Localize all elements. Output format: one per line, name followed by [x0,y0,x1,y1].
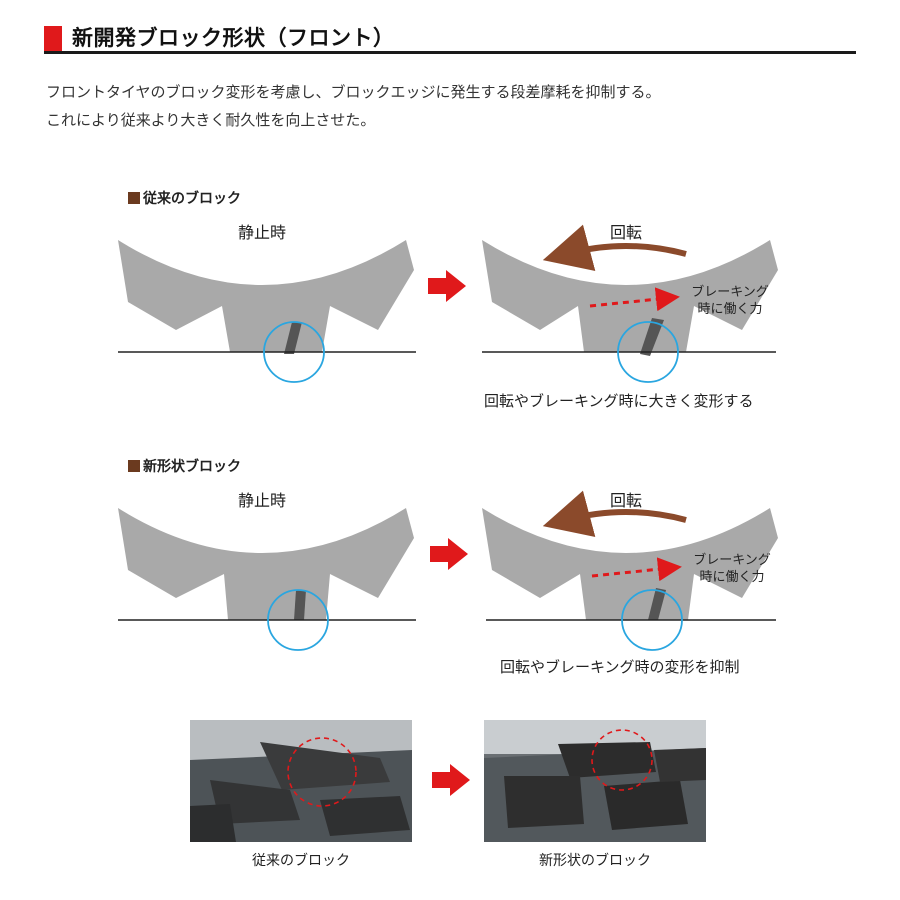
transition-arrow-icon [428,270,466,302]
title-accent-mark [44,26,62,53]
rotation-label: 回転 [610,491,642,510]
section-square-icon [128,460,140,472]
photo-caption-conventional: 従来のブロック [252,853,350,869]
diagram-caption: 回転やブレーキング時の変形を抑制 [500,658,740,676]
diagram-caption: 回転やブレーキング時に大きく変形する [484,392,754,410]
description-line-2: これにより従来より大きく耐久性を向上させた。 [46,111,376,129]
force-label-line2: 時に働く力 [699,570,764,585]
force-label-line1: ブレーキング [691,284,769,300]
new-static-tire [118,508,416,651]
section-square-icon [128,192,140,204]
title-underline [44,51,856,54]
conventional-static-tire [118,240,416,383]
page-title: 新開発ブロック形状（フロント） [72,26,395,50]
section-label-new: 新形状ブロック [128,456,241,476]
braking-force-arrow-icon [589,287,680,312]
rotation-label: 回転 [610,223,642,242]
section-label-conventional: 従来のブロック [128,188,241,208]
conventional-rotating-tire [482,224,778,383]
deformation-circle [617,321,679,383]
highlight-circle [287,737,357,807]
static-label: 静止時 [238,491,286,510]
section-header: 新開発ブロック形状（フロント） [44,24,856,54]
deformation-circle [267,589,329,651]
section-label-text: 新形状ブロック [143,459,241,475]
photo-new-block [484,720,706,842]
rotation-arrow-icon [542,490,687,538]
new-rotating-tire [482,490,778,651]
photo-conventional-block [190,720,412,842]
transition-arrow-icon [430,538,468,570]
force-label-line2: 時に働く力 [697,302,762,317]
highlight-circle [591,729,653,791]
braking-force-arrow-icon [591,557,682,582]
transition-arrow-icon [432,764,470,796]
photo-caption-new: 新形状のブロック [539,853,651,869]
static-label: 静止時 [238,223,286,242]
force-label-line1: ブレーキング [693,552,771,568]
rotation-arrow-icon [542,224,687,272]
section-label-text: 従来のブロック [143,191,241,207]
description-line-1: フロントタイヤのブロック変形を考慮し、ブロックエッジに発生する段差摩耗を抑制する… [46,83,661,101]
deformation-circle [621,589,683,651]
deformation-circle [263,321,325,383]
